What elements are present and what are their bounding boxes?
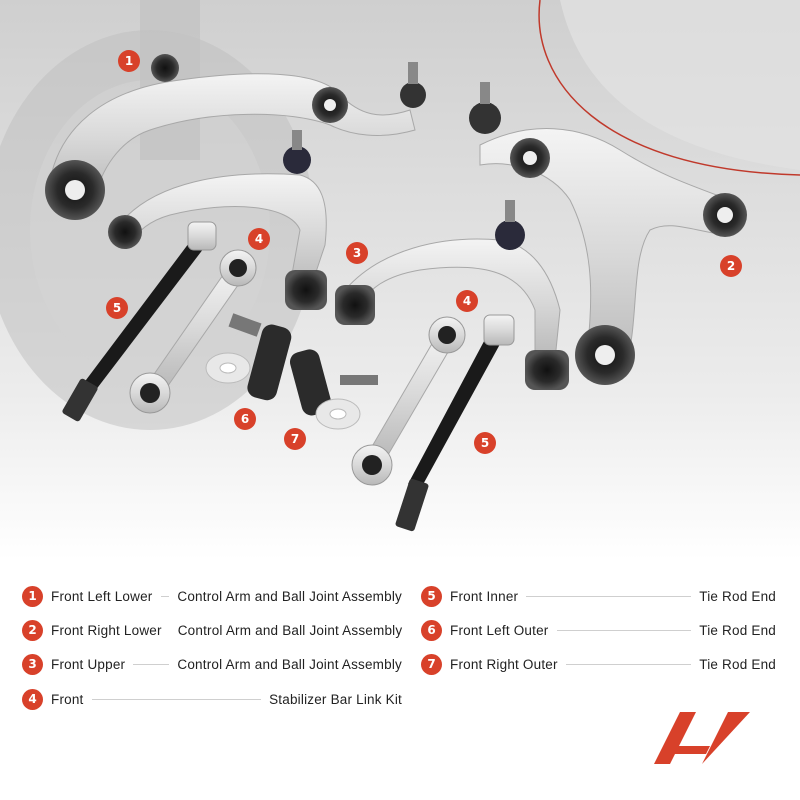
callout-7: 7	[284, 428, 306, 450]
callout-3: 3	[346, 242, 368, 264]
legend-desc: Control Arm and Ball Joint Assembly	[177, 622, 403, 638]
legend-number-badge: 1	[22, 585, 43, 607]
legend-label: Front Upper	[51, 656, 126, 672]
legend-desc: Tie Rod End	[699, 622, 776, 638]
legend-desc: Tie Rod End	[699, 588, 776, 604]
product-photo	[0, 0, 800, 560]
legend-label: Front Inner	[450, 588, 519, 604]
legend-item-1: 1 Front Left Lower Control Arm and Ball …	[22, 584, 402, 608]
legend-desc: Control Arm and Ball Joint Assembly	[177, 588, 402, 604]
legend-desc: Stabilizer Bar Link Kit	[269, 691, 402, 707]
legend-number-badge: 5	[421, 585, 442, 607]
callout-1: 1	[118, 50, 140, 72]
legend-item-6: 6 Front Left Outer Tie Rod End	[421, 618, 776, 642]
legend-number-badge: 7	[421, 653, 442, 675]
legend-label: Front Right Outer	[450, 656, 558, 672]
divider	[565, 663, 692, 665]
callout-4a: 4	[248, 228, 270, 250]
legend-item-5: 5 Front Inner Tie Rod End	[421, 584, 776, 608]
legend-label: Front Left Outer	[450, 622, 549, 638]
legend-desc: Control Arm and Ball Joint Assembly	[177, 656, 402, 672]
callout-2: 2	[720, 255, 742, 277]
callout-5a: 5	[106, 297, 128, 319]
legend-label: Front	[51, 691, 84, 707]
callout-4b: 4	[456, 290, 478, 312]
divider	[160, 595, 170, 597]
divider	[91, 698, 262, 700]
legend-number-badge: 2	[22, 619, 43, 641]
divider	[556, 629, 692, 631]
legend-label: Front Right Lower	[51, 622, 162, 638]
legend-number-badge: 4	[22, 688, 43, 710]
legend-item-7: 7 Front Right Outer Tie Rod End	[421, 652, 776, 676]
divider	[526, 595, 692, 597]
legend-item-3: 3 Front Upper Control Arm and Ball Joint…	[22, 652, 402, 676]
legend-label: Front Left Lower	[51, 588, 153, 604]
legend-item-2: 2 Front Right Lower Control Arm and Ball…	[22, 618, 402, 642]
a-premium-logo-icon	[654, 712, 750, 764]
legend-desc: Tie Rod End	[699, 656, 776, 672]
callout-6: 6	[234, 408, 256, 430]
legend-item-4: 4 Front Stabilizer Bar Link Kit	[22, 687, 402, 711]
parts-legend: 1 Front Left Lower Control Arm and Ball …	[0, 570, 800, 710]
divider	[133, 663, 170, 665]
legend-number-badge: 6	[421, 619, 442, 641]
callout-5b: 5	[474, 432, 496, 454]
legend-number-badge: 3	[22, 653, 43, 675]
